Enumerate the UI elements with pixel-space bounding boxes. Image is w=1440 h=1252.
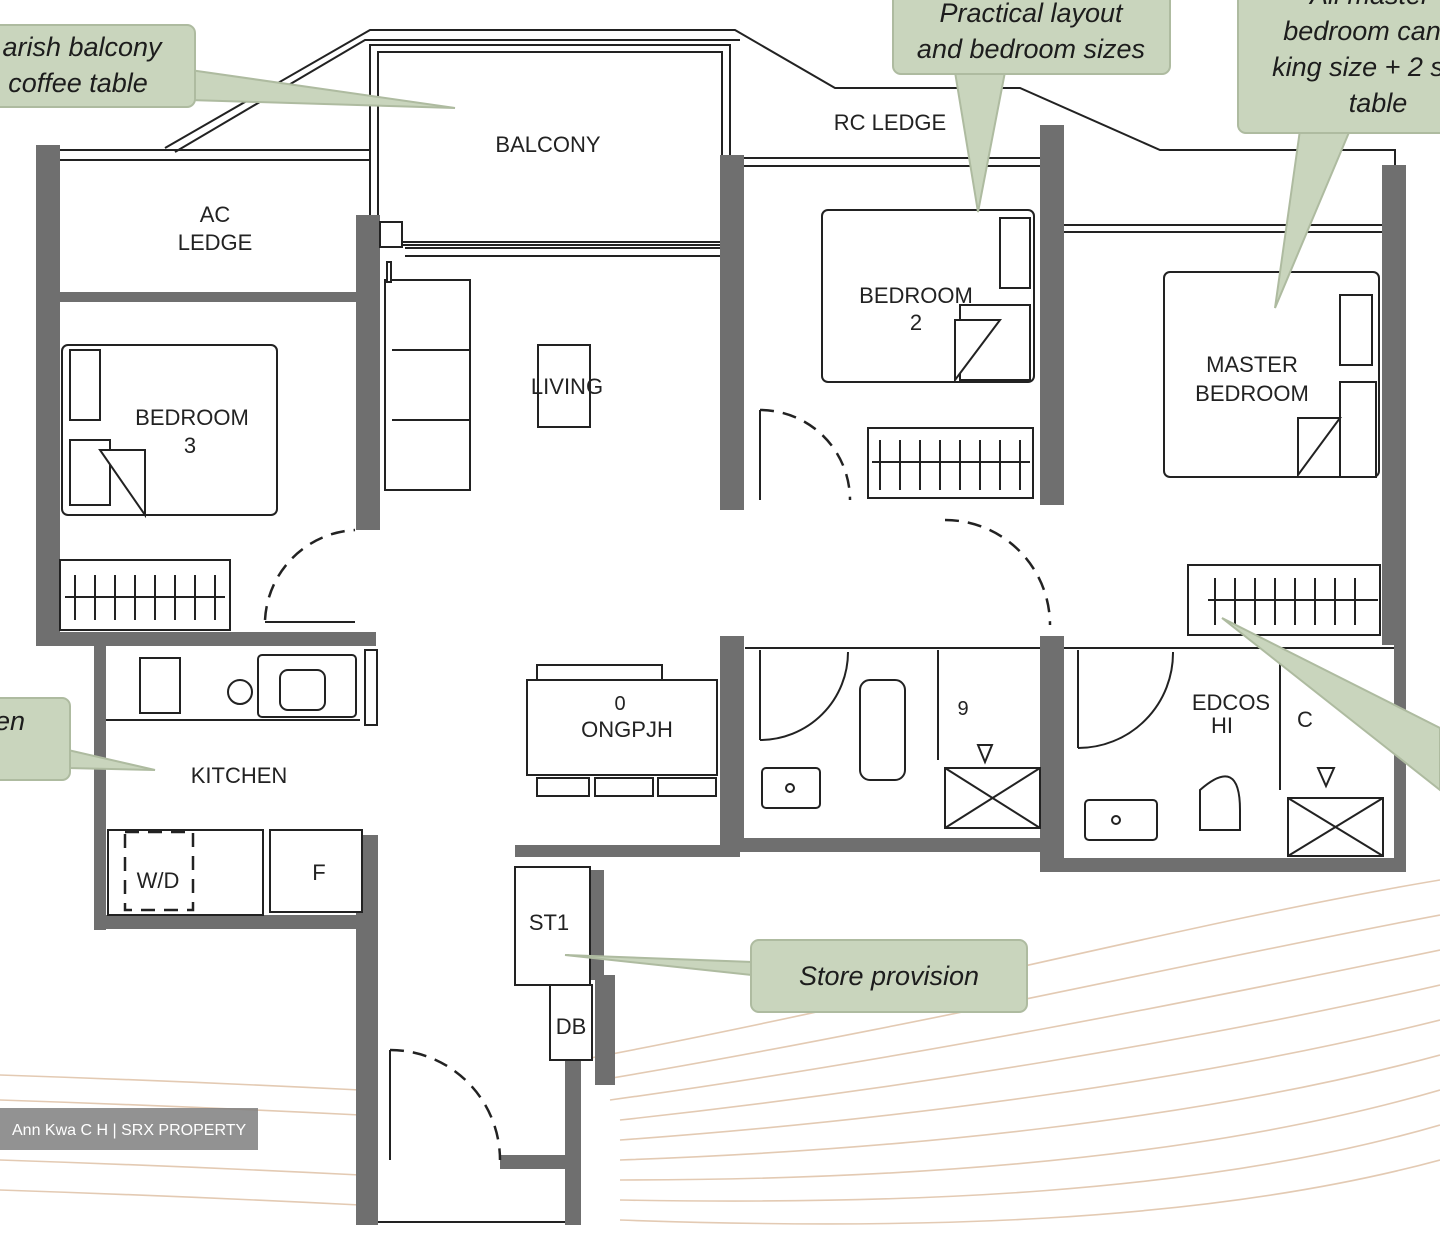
wardrobe-lines: [65, 575, 225, 620]
store-and-db: [514, 866, 593, 1061]
balcony-label: BALCONY: [495, 132, 600, 157]
callout-master-line3: king size + 2 s: [1272, 52, 1440, 82]
bedroom3-door: [263, 528, 356, 621]
c-label: C: [1297, 707, 1313, 732]
fridge-label: F: [312, 860, 325, 885]
walls: [36, 125, 1406, 1225]
living-furniture: [384, 261, 591, 491]
callout-master: All master bedroom can king size + 2 s t…: [1237, 0, 1440, 309]
callout-store: Store provision: [564, 939, 1028, 1013]
ac-ledge-label-line1: AC: [200, 202, 231, 227]
bedroom2-furniture: [821, 209, 1035, 499]
master-bath-label-line1: EDCOS: [1192, 690, 1270, 715]
callout-master-line2: bedroom can: [1283, 16, 1440, 46]
ac-ledge-label-line2: LEDGE: [178, 230, 253, 255]
callout-bedrooms: Practical layout and bedroom sizes: [892, 0, 1171, 213]
dining-label: ONGPJH: [581, 717, 673, 742]
decorative-lines: [0, 879, 1440, 1225]
callout-wardrobe: [1221, 617, 1440, 792]
bedroom2-door: [759, 408, 852, 501]
callout-kitchen: en: [0, 697, 156, 781]
master-bedroom-label-line1: MASTER: [1206, 352, 1298, 377]
db-label: DB: [556, 1014, 587, 1039]
common-bath-number: 9: [957, 698, 968, 720]
bedroom3-label-line1: BEDROOM: [135, 405, 249, 430]
ledge-outline: [60, 29, 1396, 233]
kitchen-fixtures: [106, 649, 378, 916]
balcony-area: [369, 44, 731, 257]
watermark: Ann Kwa C H | SRX PROPERTY: [0, 1108, 258, 1150]
common-bath: [745, 647, 1041, 829]
callout-kitchen-text: en: [0, 706, 25, 736]
living-label: LIVING: [531, 374, 603, 399]
bedroom2-label-line1: BEDROOM: [859, 283, 973, 308]
callout-store-text: Store provision: [799, 961, 979, 991]
kitchen-label: KITCHEN: [191, 763, 288, 788]
callout-balcony-line2: coffee table: [8, 68, 148, 98]
watermark-text: Ann Kwa C H | SRX PROPERTY: [12, 1122, 246, 1139]
washer-dryer-label: W/D: [137, 868, 180, 893]
entrance-door: [389, 1048, 502, 1161]
callout-balcony: arish balcony coffee table: [0, 24, 456, 109]
dining-number: 0: [614, 693, 625, 715]
room-labels: BALCONY RC LEDGE AC LEDGE BEDROOM 3 LIVI…: [135, 110, 1313, 1039]
master-bath-label-line2: HI: [1211, 713, 1233, 738]
column: [379, 221, 403, 248]
master-bath: [1064, 647, 1394, 857]
master-bedroom-label-line2: BEDROOM: [1195, 381, 1309, 406]
dining-furniture: [526, 664, 718, 797]
callout-master-line4: table: [1349, 88, 1408, 118]
callout-bedrooms-line2: and bedroom sizes: [917, 34, 1145, 64]
doors: [263, 408, 1052, 1223]
rc-ledge-label: RC LEDGE: [834, 110, 946, 135]
callout-balcony-line1: arish balcony: [2, 32, 163, 62]
callout-bedrooms-line1: Practical layout: [939, 0, 1124, 28]
master-furniture: [1163, 271, 1381, 636]
bedroom2-label-line2: 2: [910, 310, 922, 335]
store-label: ST1: [529, 910, 569, 935]
bedroom3-furniture: [59, 344, 278, 631]
bedroom3-label-line2: 3: [184, 433, 196, 458]
master-door: [944, 518, 1052, 626]
callout-master-line1: All master: [1308, 0, 1431, 10]
